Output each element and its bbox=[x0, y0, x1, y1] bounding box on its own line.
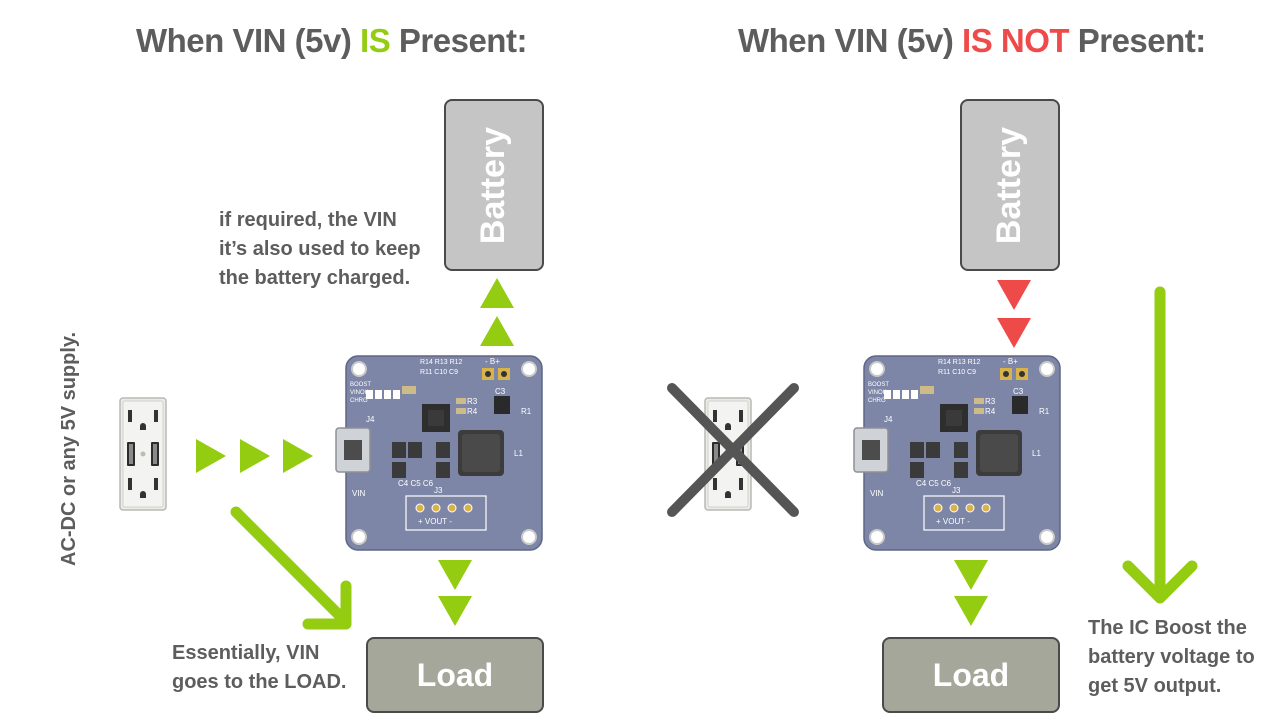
flow-right-arrow-icon bbox=[283, 439, 313, 473]
right-board-icon bbox=[853, 355, 1061, 551]
boost-note-line: battery voltage to bbox=[1088, 646, 1255, 668]
left-load-label: Load bbox=[416, 656, 494, 693]
boost-note: The IC Boost the battery voltage to get … bbox=[1088, 614, 1255, 701]
battery-down-arrow-icon bbox=[997, 280, 1031, 310]
right-title-status: IS NOT bbox=[962, 22, 1070, 59]
boost-note-line: The IC Boost the bbox=[1088, 617, 1247, 639]
right-load-box: Load bbox=[882, 637, 1060, 713]
right-battery-box: Battery bbox=[960, 99, 1060, 271]
charge-note-line: the battery charged. bbox=[219, 267, 411, 289]
charge-note-line: it’s also used to keep bbox=[219, 238, 421, 260]
flow-right-arrow-icon bbox=[196, 439, 226, 473]
load-note: Essentially, VIN goes to the LOAD. bbox=[172, 639, 346, 697]
bypass-bent-arrow-icon bbox=[230, 506, 352, 630]
right-title-suffix: Present: bbox=[1069, 22, 1207, 59]
right-title-prefix: When VIN (5v) bbox=[738, 22, 963, 59]
right-load-down-arrow-icon bbox=[954, 596, 988, 626]
left-battery-label: Battery bbox=[474, 126, 513, 244]
left-title-prefix: When VIN (5v) bbox=[136, 22, 361, 59]
right-load-label: Load bbox=[932, 656, 1010, 693]
charge-note: if required, the VIN it’s also used to k… bbox=[219, 206, 421, 293]
load-note-line: goes to the LOAD. bbox=[172, 671, 347, 693]
left-title-status: IS bbox=[360, 22, 391, 59]
cross-out-icon bbox=[667, 383, 799, 517]
load-note-line: Essentially, VIN bbox=[172, 642, 320, 664]
left-title: When VIN (5v) IS Present: bbox=[136, 22, 527, 60]
left-title-suffix: Present: bbox=[390, 22, 528, 59]
right-battery-label: Battery bbox=[990, 126, 1029, 244]
left-outlet-icon bbox=[119, 397, 167, 511]
left-board-icon bbox=[335, 355, 543, 551]
left-load-box: Load bbox=[366, 637, 544, 713]
right-title: When VIN (5v) IS NOT Present: bbox=[738, 22, 1206, 60]
left-load-down-arrow-icon bbox=[438, 560, 472, 590]
charge-up-arrow-icon bbox=[480, 278, 514, 308]
supply-label: AC-DC or any 5V supply. bbox=[58, 331, 80, 566]
flow-right-arrow-icon bbox=[240, 439, 270, 473]
boost-down-arrow-icon bbox=[1122, 286, 1198, 604]
left-load-down-arrow-icon bbox=[438, 596, 472, 626]
left-battery-box: Battery bbox=[444, 99, 544, 271]
battery-down-arrow-icon bbox=[997, 318, 1031, 348]
right-load-down-arrow-icon bbox=[954, 560, 988, 590]
charge-note-line: if required, the VIN bbox=[219, 209, 397, 231]
charge-up-arrow-icon bbox=[480, 316, 514, 346]
right-outlet-icon bbox=[704, 397, 752, 511]
boost-note-line: get 5V output. bbox=[1088, 675, 1222, 697]
